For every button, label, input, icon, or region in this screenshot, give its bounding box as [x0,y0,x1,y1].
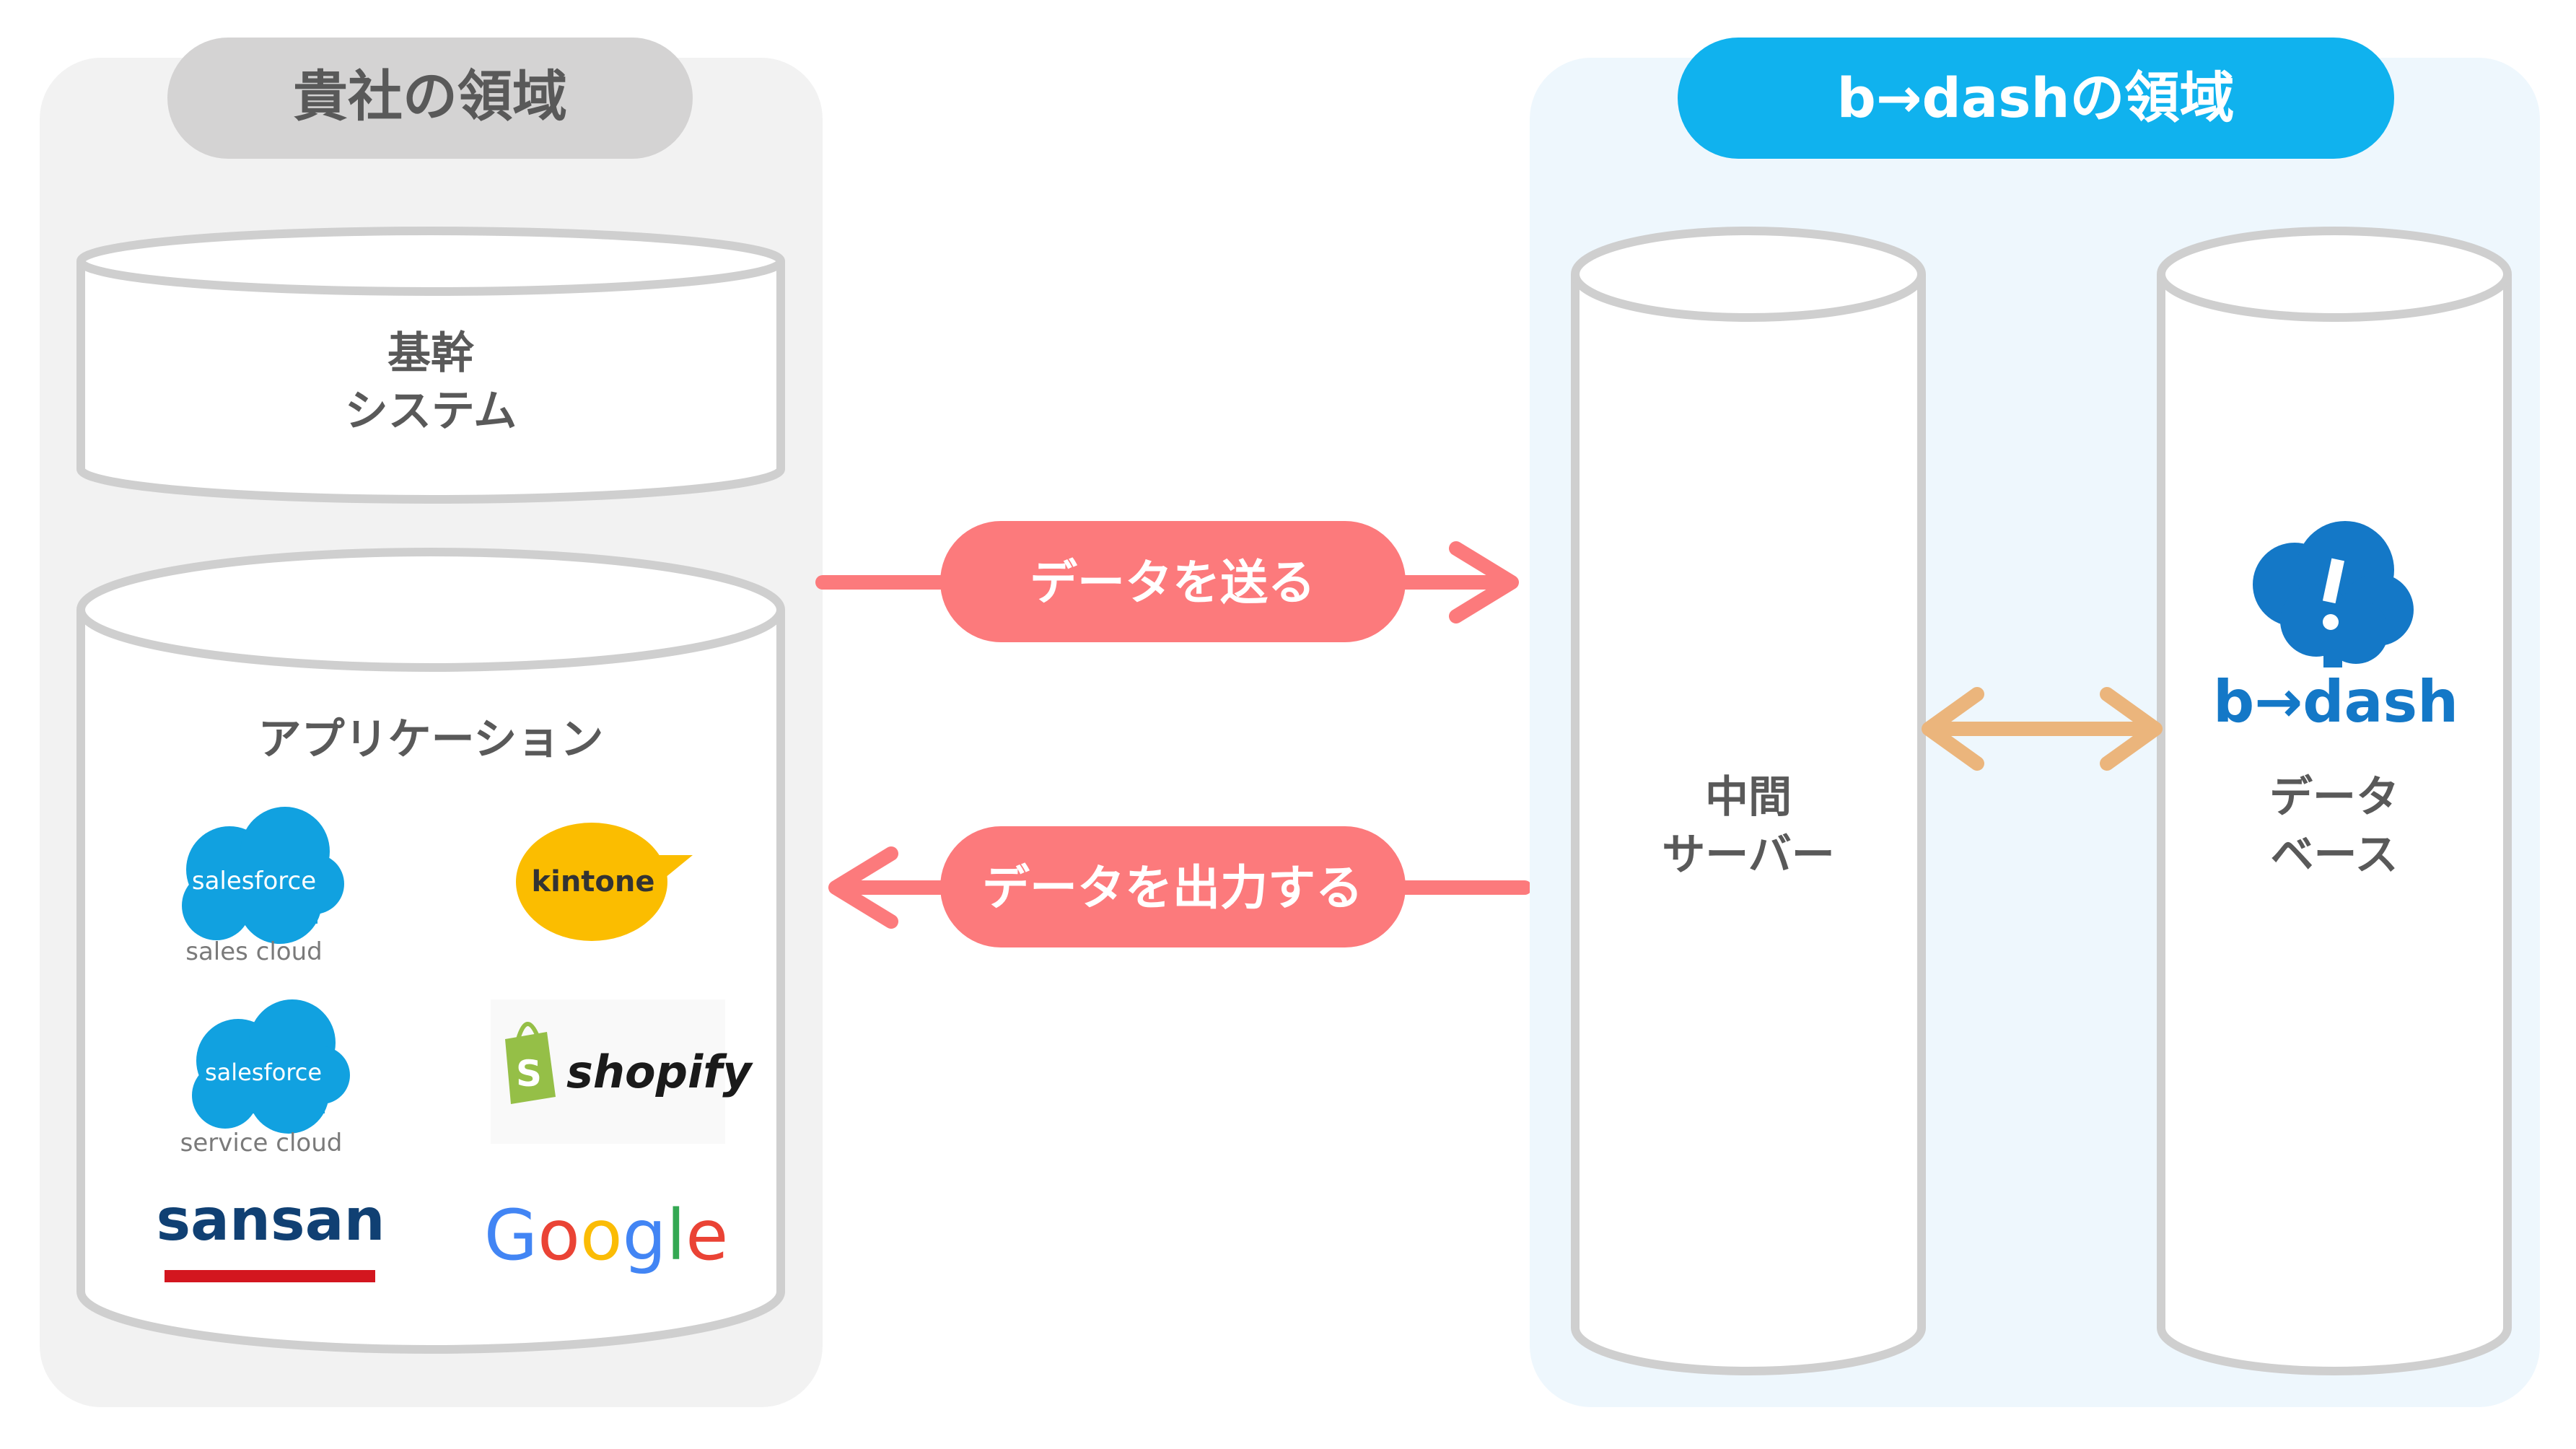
middle-server-label-line1: 中間 [1705,772,1792,823]
application-cylinder: アプリケーション [76,548,785,1354]
arrow-left-icon [1922,687,1984,771]
google-letter-g1: G [484,1195,538,1276]
bdash-logo-text: b→dash [2213,668,2458,735]
sansan-underline [165,1270,375,1282]
database-cylinder: b→dash データ ベース [2157,227,2512,1375]
database-label-line1: データ [2269,772,2399,823]
bdash-region-title-pill [1678,38,2394,159]
salesforce-service-cloud-logo: salesforce service cloud [180,999,350,1157]
bdash-region-title: b→dashの領域 [1836,66,2234,130]
client-region-title-pill [167,38,693,159]
arrow-left-icon [828,846,898,929]
google-logo: Google [484,1195,729,1276]
client-region-title: 貴社の領域 [293,64,567,128]
send-data-label: データを送る [1030,555,1315,610]
kintone-speech-bubble-icon [516,823,693,941]
core-system-cylinder: 基幹 システム [76,227,785,504]
salesforce-service-caption: service cloud [180,1129,343,1157]
salesforce-sales-cloud-logo: salesforce sales cloud [182,807,344,966]
database-label-line2: ベース [2271,830,2398,880]
core-system-label-line1: 基幹 [387,328,475,379]
google-letter-l: l [667,1195,686,1276]
bdash-region: b→dashの領域 中間 サーバー b→dash データ [1530,38,2540,1407]
salesforce-cloud-icon [192,999,350,1134]
send-data-pill [940,521,1406,642]
salesforce-brand-text: salesforce [205,1059,322,1086]
sansan-brand-text: sansan [156,1186,385,1253]
svg-text:S: S [516,1053,542,1095]
salesforce-sales-caption: sales cloud [185,937,323,966]
bidirectional-sync-arrow [1922,687,2163,771]
bdash-cloud-exclamation-icon [2253,521,2414,667]
shopify-brand-text: shopify [566,1046,753,1098]
output-data-flow: データを出力する [828,826,1532,947]
google-letter-e: e [685,1195,728,1276]
google-letter-o2: o [580,1195,623,1276]
shopify-bag-icon: S [505,1022,556,1104]
core-system-label-line2: システム [345,386,517,437]
google-letter-o1: o [538,1195,580,1276]
google-letter-g2: g [623,1195,667,1276]
svg-text:Google: Google [484,1195,729,1276]
salesforce-brand-text: salesforce [192,867,316,896]
arrow-right-icon [2100,687,2163,771]
output-data-pill [940,826,1406,947]
output-data-label: データを出力する [982,860,1363,916]
middle-server-label-line2: サーバー [1662,830,1834,880]
kintone-logo: kintone [516,823,693,941]
kintone-brand-text: kintone [532,865,655,898]
application-label: アプリケーション [258,714,604,765]
arrow-right-icon [1449,541,1519,623]
middle-server-cylinder: 中間 サーバー [1571,227,1926,1375]
salesforce-cloud-icon [182,807,344,944]
client-region: 貴社の領域 基幹 システム アプリケーション salesforce [40,38,823,1407]
shopify-logo: S shopify [491,999,753,1144]
send-data-flow: データを送る [815,521,1519,642]
sansan-logo: sansan [156,1186,385,1282]
